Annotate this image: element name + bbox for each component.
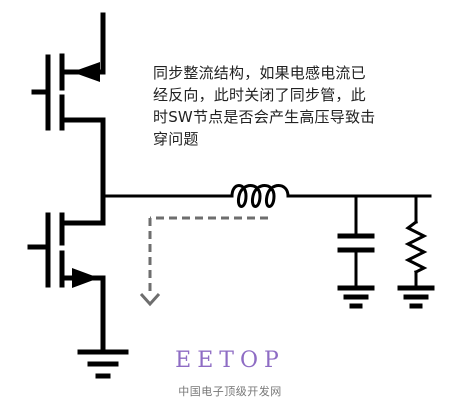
current-arrow-icon [139,216,268,307]
inductor-icon [230,184,290,208]
watermark-brand: EETOP [175,348,285,373]
question-text: 同步整流结构，如果电感电流已 经反向，此时关闭了同步管，此 时SW节点是否会产生… [153,62,408,150]
resistor-icon [397,194,435,309]
question-line: 时SW节点是否会产生高压导致击 [153,108,376,126]
question-line: 经反向，此时关闭了同步管，此 [153,86,366,104]
question-line: 同步整流结构，如果电感电流已 [153,64,366,82]
watermark-subtitle: 中国电子顶级开发网 [178,385,282,398]
question-line: 穿问题 [153,130,199,148]
capacitor-icon [337,194,375,309]
high-side-mosfet-icon [31,12,106,131]
low-side-mosfet-icon [27,212,106,355]
ground-icon [77,349,129,379]
